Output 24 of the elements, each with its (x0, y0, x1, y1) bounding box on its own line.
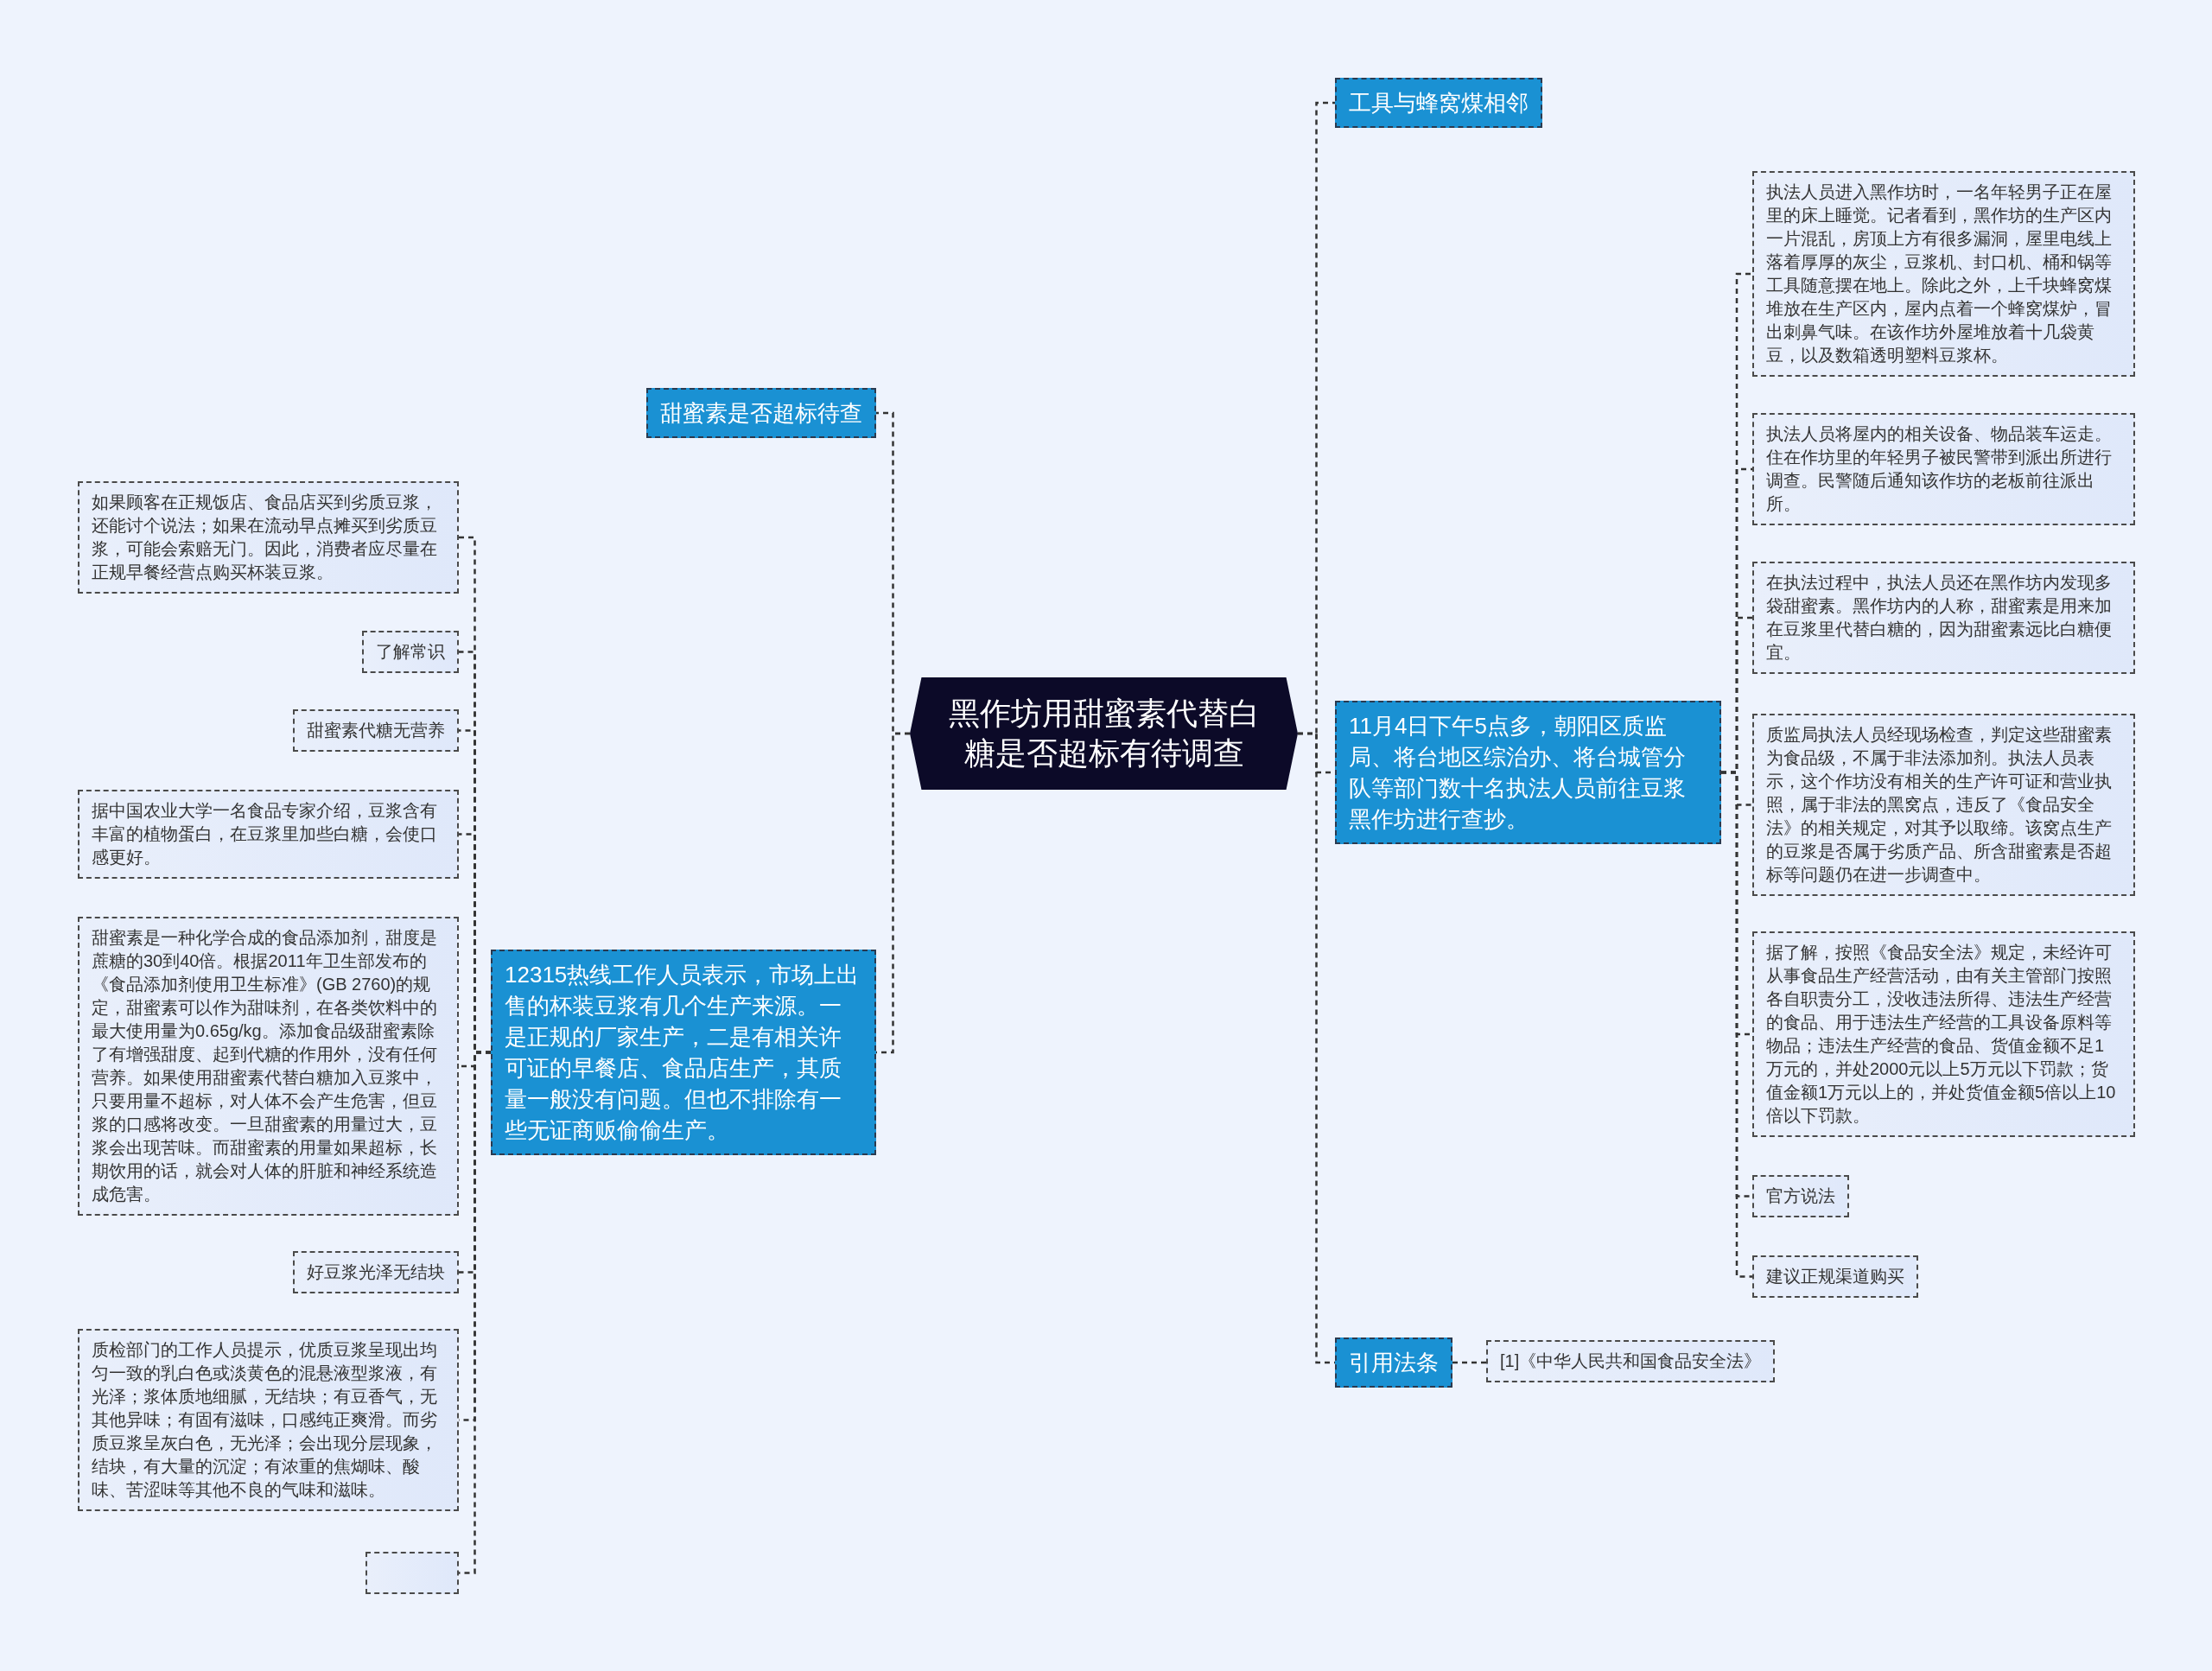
note-box: 执法人员将屋内的相关设备、物品装车运走。住在作坊里的年轻男子被民警带到派出所进行调查。民警随后通知该作坊的老板前往派出所。 (1752, 413, 2135, 525)
note-box: 官方说法 (1752, 1175, 1849, 1217)
note-box: 在执法过程中，执法人员还在黑作坊内发现多袋甜蜜素。黑作坊内的人称，甜蜜素是用来加在豆浆里代替白糖的，因为甜蜜素远比白糖便宜。 (1752, 562, 2135, 674)
note-box: 质检部门的工作人员提示，优质豆浆呈现出均匀一致的乳白色或淡黄色的混悬液型浆液，有光泽；浆体质地细腻，无结块；有豆香气，无其他异味；有固有滋味，口感纯正爽滑。而劣质豆浆呈灰白色，无光泽；会出现分层现象，结块，有大量的沉淀；有浓重的焦煳味、酸味、苦涩味等其他不良的气味和滋味。 (78, 1329, 459, 1511)
topic-box: 工具与蜂窝煤相邻 (1335, 78, 1542, 128)
connector-line (1721, 771, 1752, 1278)
note-box: 好豆浆光泽无结块 (293, 1251, 459, 1293)
note-box: 质监局执法人员经现场检查，判定这些甜蜜素为食品级，不属于非法添加剂。执法人员表示，这个作坊没有相关的生产许可证和营业执照，属于非法的黑窝点，违反了《食品安全法》的相关规定，对其予以取缔。该窝点生产的豆浆是否属于劣质产品、所含甜蜜素是否超标等问题仍在进一步调查中。 (1752, 714, 2135, 896)
note-box: 执法人员进入黑作坊时，一名年轻男子正在屋里的床上睡觉。记者看到，黑作坊的生产区内一片混乱，房顶上方有很多漏洞，屋里电线上落着厚厚的灰尘，豆浆机、封口机、桶和锅等工具随意摆在地上。除此之外，上千块蜂窝煤堆放在生产区内，屋内点着一个蜂窝煤炉，冒出刺鼻气味。在该作坊外屋堆放着十几袋黄豆，以及数箱透明塑料豆浆杯。 (1752, 171, 2135, 377)
connector-line (1452, 1361, 1486, 1364)
note-box: 建议正规渠道购买 (1752, 1255, 1918, 1298)
note-box: 甜蜜素是一种化学合成的食品添加剂，甜度是蔗糖的30到40倍。根据2011年卫生部发布的《食品添加剂使用卫生标准》(GB 2760)的规定，甜蜜素可以作为甜味剂，在各类饮料中的最大使用量为0.65g/kg。添加食品级甜蜜素除了有增强甜度、起到代糖的作用外，没有任何营养。如果使用甜蜜素代替白糖加入豆浆中，只要用量不超标，对人体不会产生危害，但豆浆的口感将改变。一旦甜蜜素的用量过大，豆浆会出现苦味。而甜蜜素的用量如果超标，长期饮用的话，就会对人体的肝脏和神经系统造成危害。 (78, 917, 459, 1216)
topic-box: 引用法条 (1335, 1337, 1452, 1388)
topic-box: 甜蜜素是否超标待查 (646, 388, 876, 438)
note-box: 了解常识 (362, 631, 459, 673)
empty-box (365, 1552, 459, 1594)
note-box: 据了解，按照《食品安全法》规定，未经许可从事食品生产经营活动，由有关主管部门按照各自职责分工，没收违法所得、违法生产经营的食品、用于违法生产经营的工具设备原料等物品；违法生产经营的食品、货值金额不足1万元的，并处2000元以上5万元以下罚款；货值金额1万元以上的，并处货值金额5倍以上10倍以下罚款。 (1752, 931, 2135, 1137)
note-box: 据中国农业大学一名食品专家介绍，豆浆含有丰富的植物蛋白，在豆浆里加些白糖，会使口感更好。 (78, 790, 459, 879)
topic-hexagon: 黑作坊用甜蜜素代替白糖是否超标有待调查 (910, 677, 1298, 790)
note-box: [1]《中华人民共和国食品安全法》 (1486, 1340, 1776, 1382)
note-box: 如果顾客在正规饭店、食品店买到劣质豆浆，还能讨个说法；如果在流动早点摊买到劣质豆浆，可能会索赔无门。因此，消费者应尽量在正规早餐经营点购买杯装豆浆。 (78, 481, 459, 594)
topic-box: 12315热线工作人员表示，市场上出售的杯装豆浆有几个生产来源。一是正规的厂家生产，二是有相关许可证的早餐店、食品店生产，其质量一般没有问题。但也不排除有一些无证商贩偷偷生产。 (491, 950, 876, 1155)
topic-box: 11月4日下午5点多，朝阳区质监局、将台地区综治办、将台城管分队等部门数十名执法人员前往豆浆黑作坊进行查抄。 (1335, 701, 1721, 844)
note-box: 甜蜜素代糖无营养 (293, 709, 459, 752)
